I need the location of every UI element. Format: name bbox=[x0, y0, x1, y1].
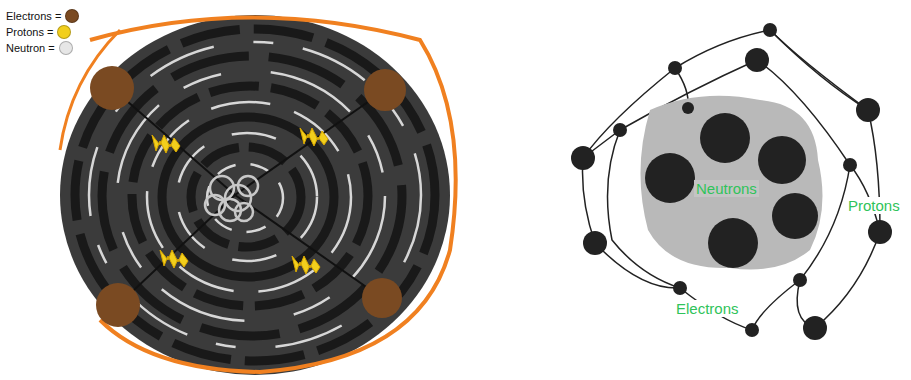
legend-text: Neutron = bbox=[6, 42, 55, 54]
legend-row: Electrons = bbox=[6, 8, 79, 24]
part-label: Protons bbox=[846, 197, 902, 214]
legend-swatch bbox=[59, 41, 73, 55]
legend-row: Neutron = bbox=[6, 40, 79, 56]
legend-text: Electrons = bbox=[6, 10, 61, 22]
legend-text: Protons = bbox=[6, 26, 53, 38]
scribbled-atom bbox=[60, 15, 456, 375]
legend-swatch bbox=[65, 9, 79, 23]
part-label: Electrons bbox=[674, 300, 741, 317]
legend: Electrons = Protons = Neutron = bbox=[6, 8, 79, 56]
legend-swatch bbox=[57, 25, 71, 39]
legend-row: Protons = bbox=[6, 24, 79, 40]
part-label: Neutrons bbox=[694, 180, 759, 197]
line-atom bbox=[571, 23, 892, 340]
